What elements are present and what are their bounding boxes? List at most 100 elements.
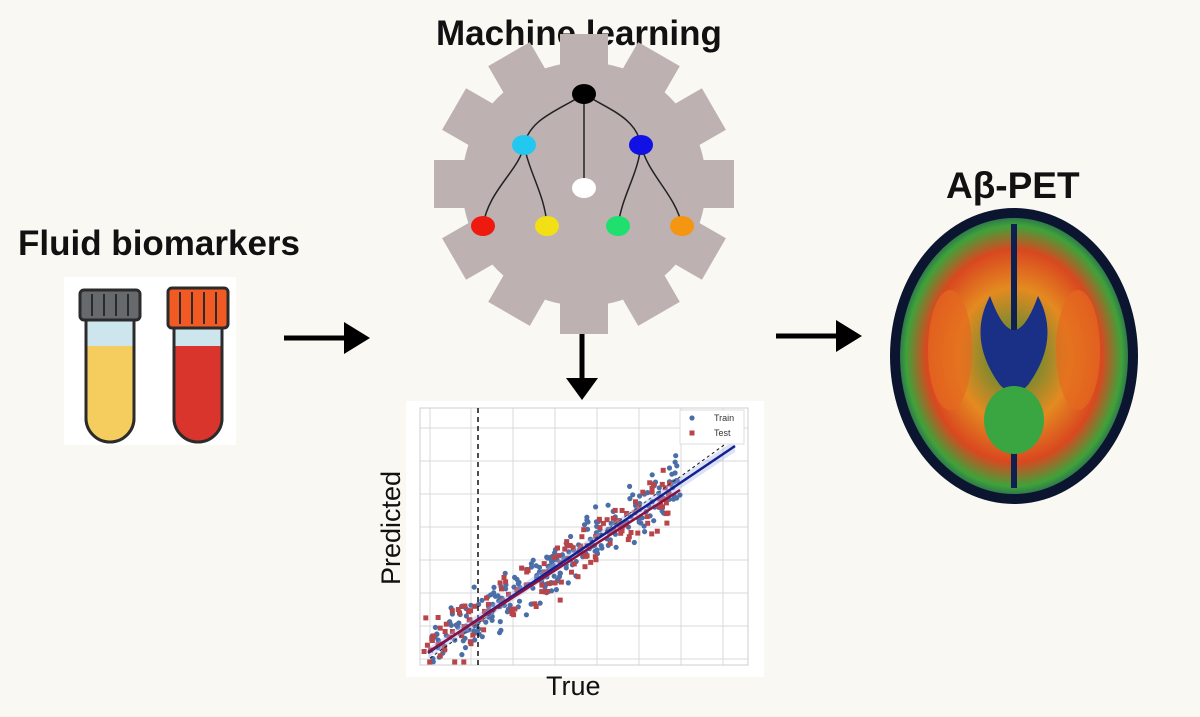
- train-point: [476, 601, 482, 608]
- train-point: [498, 627, 504, 633]
- train-point: [497, 619, 503, 625]
- train-point: [642, 529, 648, 535]
- train-point: [584, 514, 590, 520]
- test-point: [442, 645, 447, 651]
- test-point: [508, 607, 514, 612]
- test-point: [619, 528, 625, 534]
- test-point: [514, 587, 520, 593]
- test-point: [449, 629, 455, 634]
- test-point: [593, 557, 599, 563]
- abeta-pet-title: Aβ-PET: [946, 165, 1080, 206]
- test-point: [506, 591, 511, 597]
- y-axis-label: Predicted: [376, 470, 406, 585]
- test-point: [569, 569, 574, 575]
- test-point: [596, 516, 602, 522]
- test-point: [578, 543, 583, 549]
- train-point: [627, 483, 633, 489]
- test-point: [551, 555, 557, 560]
- test-point: [579, 534, 585, 540]
- train-point: [435, 637, 441, 643]
- test-point: [659, 481, 665, 487]
- test-point: [484, 595, 489, 601]
- test-point: [592, 554, 598, 560]
- test-point: [541, 561, 547, 567]
- legend-train-marker: [689, 415, 695, 421]
- train-point: [491, 584, 497, 591]
- yellow-tube-icon: [78, 288, 142, 444]
- train-point: [553, 587, 560, 593]
- test-point: [649, 489, 655, 495]
- train-point: [502, 570, 508, 576]
- train-point: [651, 518, 657, 524]
- test-point: [533, 604, 539, 609]
- test-point: [610, 515, 616, 521]
- chart-legend: Train Test: [679, 409, 745, 445]
- test-point: [437, 653, 443, 659]
- test-point: [625, 537, 631, 543]
- test-point: [552, 580, 558, 586]
- test-point: [557, 597, 563, 603]
- test-point: [604, 517, 610, 523]
- test-point: [570, 545, 576, 551]
- test-point: [452, 659, 458, 665]
- test-point: [500, 598, 506, 604]
- train-point: [489, 617, 495, 623]
- test-point: [539, 582, 545, 588]
- tree-leaf-yellow: [535, 216, 559, 236]
- train-point: [479, 634, 485, 640]
- test-point: [455, 607, 461, 612]
- test-point: [429, 638, 435, 643]
- tree-center-node: [572, 178, 596, 198]
- test-point: [462, 603, 468, 609]
- train-point: [479, 597, 485, 603]
- test-point: [635, 530, 641, 536]
- test-point: [519, 565, 525, 571]
- train-point: [536, 569, 543, 575]
- train-point: [548, 588, 555, 594]
- test-point: [523, 582, 529, 588]
- test-point: [449, 608, 455, 614]
- test-point: [593, 533, 599, 539]
- legend-train-label: Train: [714, 413, 734, 423]
- train-point: [516, 598, 523, 604]
- train-point: [459, 652, 465, 658]
- train-point: [471, 584, 477, 590]
- test-point: [503, 579, 509, 585]
- test-point: [555, 545, 560, 551]
- train-point: [490, 601, 496, 608]
- test-point: [470, 632, 476, 638]
- train-point: [638, 520, 644, 526]
- test-point: [660, 467, 666, 473]
- train-point: [504, 609, 510, 615]
- test-point: [461, 659, 467, 665]
- train-point: [605, 502, 611, 508]
- test-point: [647, 480, 653, 486]
- test-point: [564, 543, 570, 549]
- train-point: [432, 624, 438, 631]
- test-point: [612, 507, 618, 513]
- test-point: [611, 527, 617, 532]
- train-point: [453, 622, 459, 628]
- test-point: [562, 546, 568, 552]
- test-point: [663, 500, 669, 506]
- test-point: [575, 574, 581, 580]
- test-regression-line: [427, 488, 681, 654]
- fluid-biomarkers-title: Fluid biomarkers: [18, 224, 301, 263]
- test-point: [664, 520, 670, 526]
- train-point: [537, 600, 543, 606]
- train-point: [483, 619, 489, 625]
- test-point: [614, 518, 619, 524]
- test-point: [512, 606, 518, 612]
- test-point: [649, 531, 655, 537]
- train-point: [593, 504, 599, 510]
- test-point: [657, 496, 663, 502]
- train-point: [507, 602, 513, 608]
- test-point: [466, 609, 472, 615]
- test-point: [666, 491, 671, 497]
- arrow-right-1-icon: [284, 322, 370, 354]
- test-point: [481, 627, 487, 633]
- test-point: [511, 612, 517, 618]
